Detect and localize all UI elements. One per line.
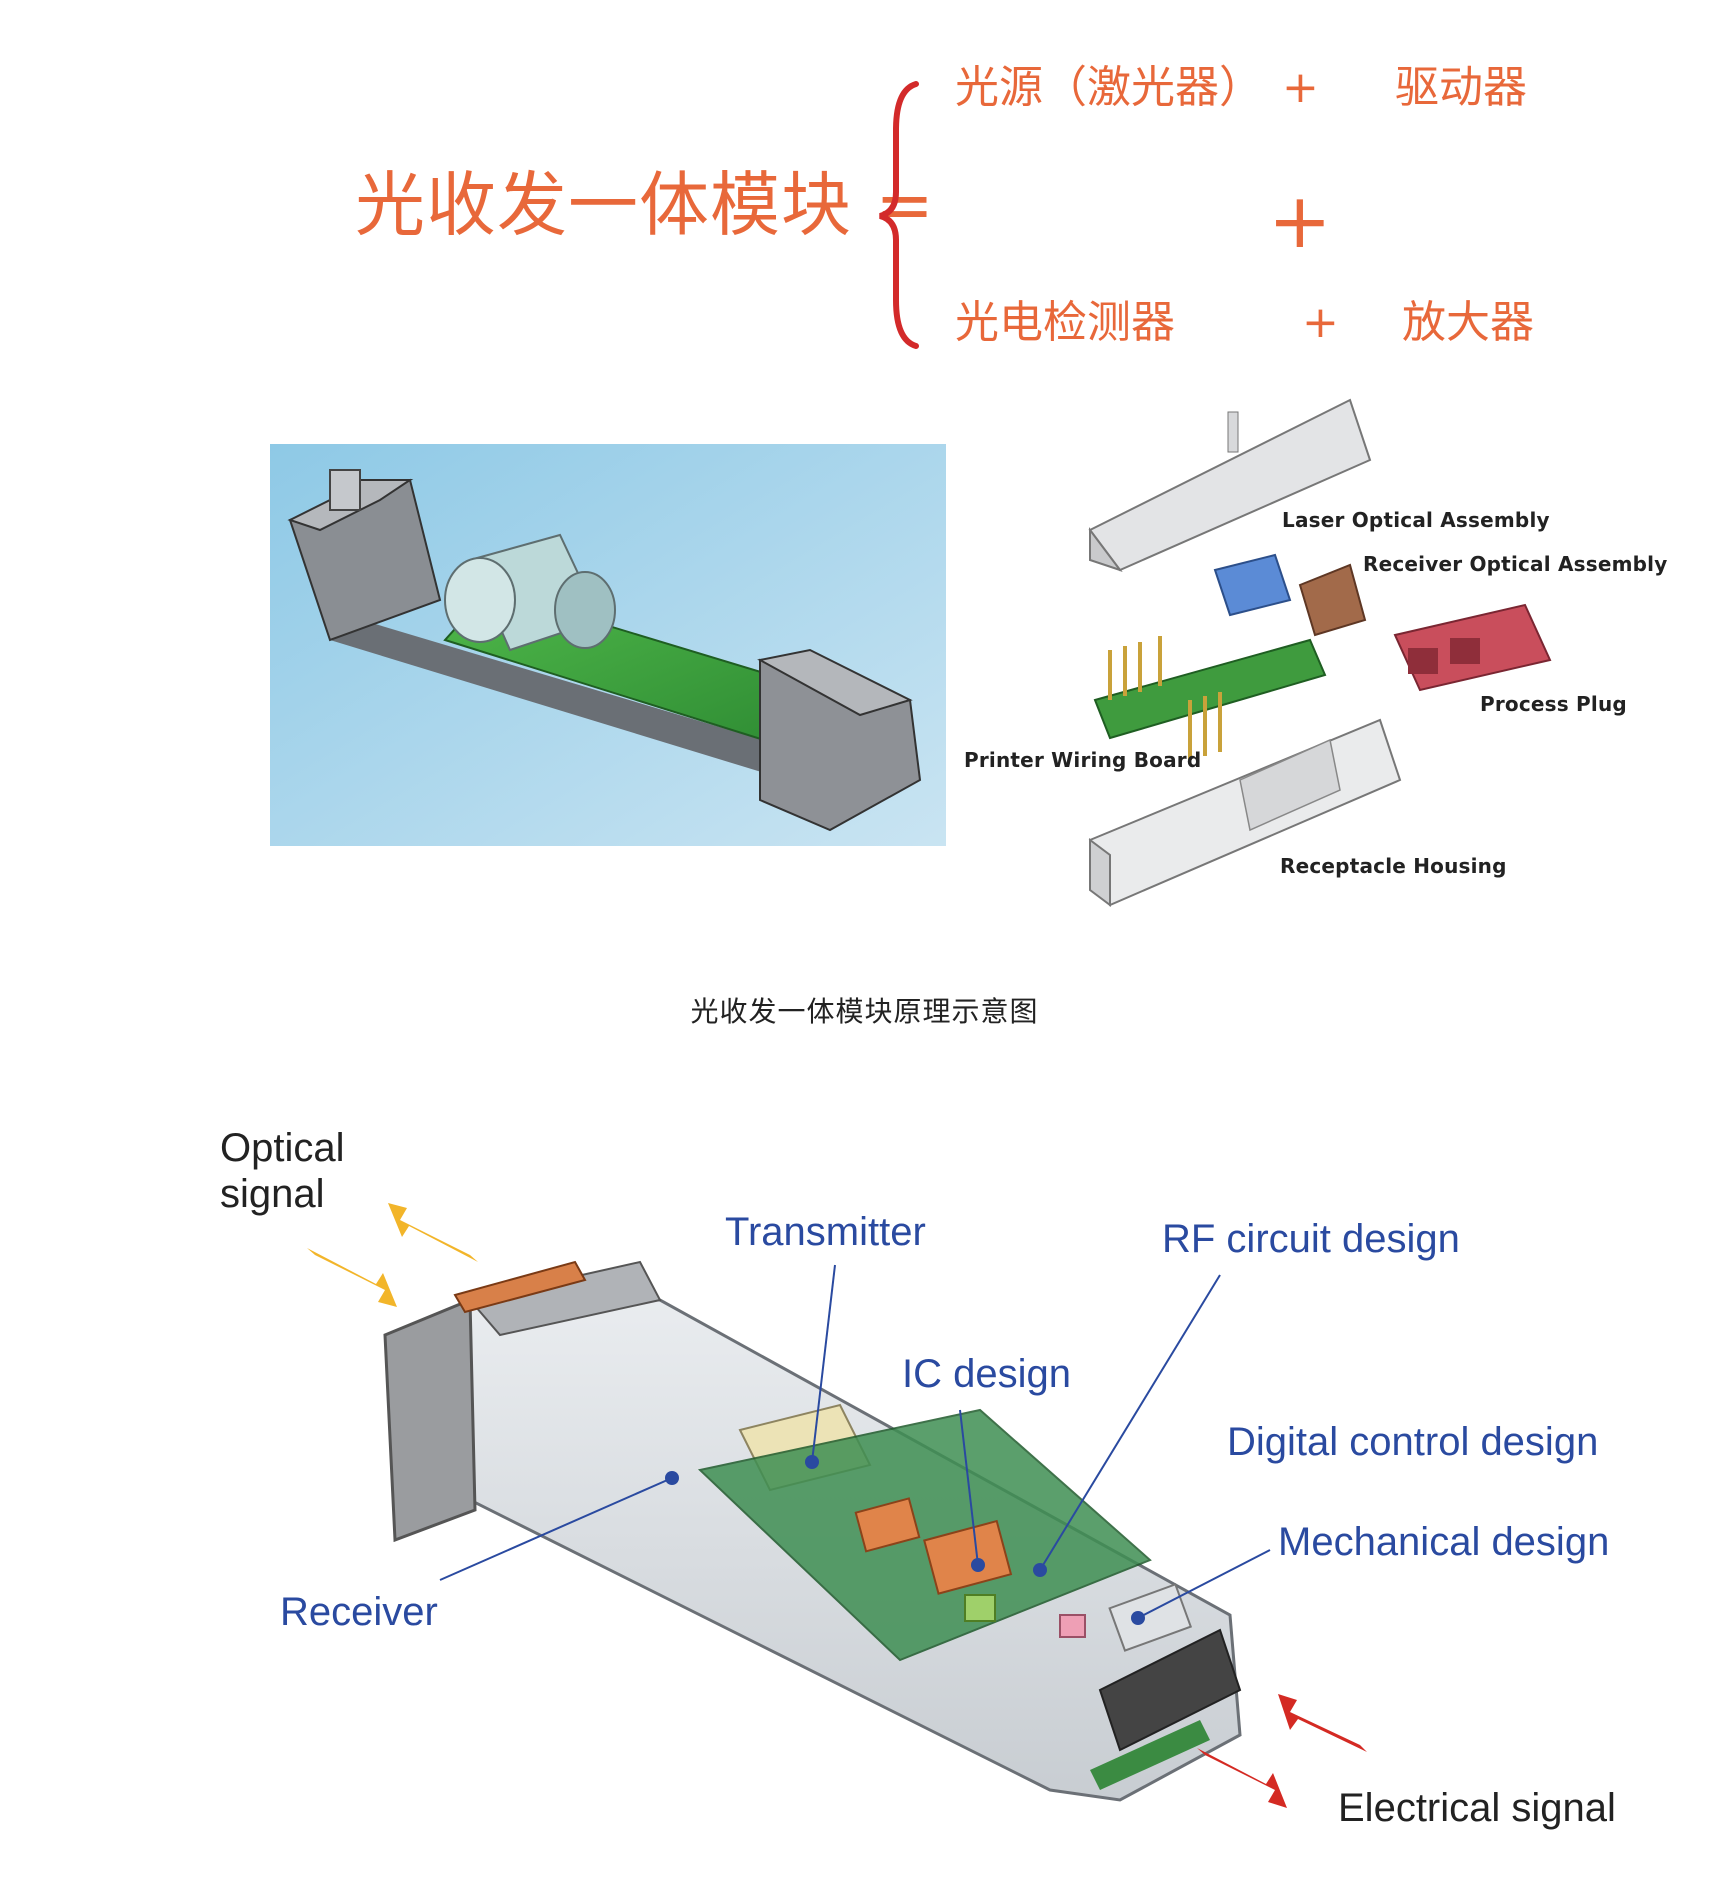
formula-plus-middle: + [1268, 176, 1332, 265]
formula-brace [879, 81, 919, 349]
formula-photodetector: 光电检测器 [955, 297, 1175, 348]
label-process-plug: Process Plug [1480, 692, 1627, 716]
formula-driver: 驱动器 [1395, 62, 1527, 113]
wiring-board-part [1093, 638, 1327, 740]
formula-amplifier: 放大器 [1402, 297, 1534, 348]
label-laser-optical-assembly: Laser Optical Assembly [1282, 508, 1550, 532]
formula-title: 光收发一体模块 = [355, 164, 935, 246]
receiver-optical-part [1298, 563, 1367, 637]
label-receiver: Receiver [280, 1590, 438, 1634]
formula-light-source: 光源（激光器） [955, 62, 1263, 113]
formula-plus-top: + [1282, 62, 1319, 113]
label-rf-circuit-design: RF circuit design [1162, 1217, 1460, 1261]
label-ic-design: IC design [902, 1352, 1071, 1396]
sfp-cutaway-module [307, 1203, 1367, 1808]
exploded-assembly [1088, 398, 1552, 907]
module-3d-render [270, 444, 946, 846]
figure-caption: 光收发一体模块原理示意图 [690, 995, 1039, 1028]
label-receptacle-housing: Receptacle Housing [1280, 854, 1507, 878]
label-transmitter: Transmitter [725, 1210, 926, 1254]
laser-optical-part [1213, 553, 1292, 617]
electrical-signal-arrows [1197, 1694, 1367, 1808]
label-optical-signal: Optical signal [220, 1126, 345, 1216]
formula-plus-bottom: + [1302, 297, 1339, 348]
label-mechanical-design: Mechanical design [1278, 1520, 1610, 1564]
label-electrical-signal: Electrical signal [1338, 1786, 1616, 1830]
optical-signal-arrows [307, 1203, 478, 1307]
label-printer-wiring-board: Printer Wiring Board [964, 748, 1202, 772]
label-receiver-optical-assembly: Receiver Optical Assembly [1363, 552, 1668, 576]
label-digital-control-design: Digital control design [1227, 1420, 1599, 1464]
